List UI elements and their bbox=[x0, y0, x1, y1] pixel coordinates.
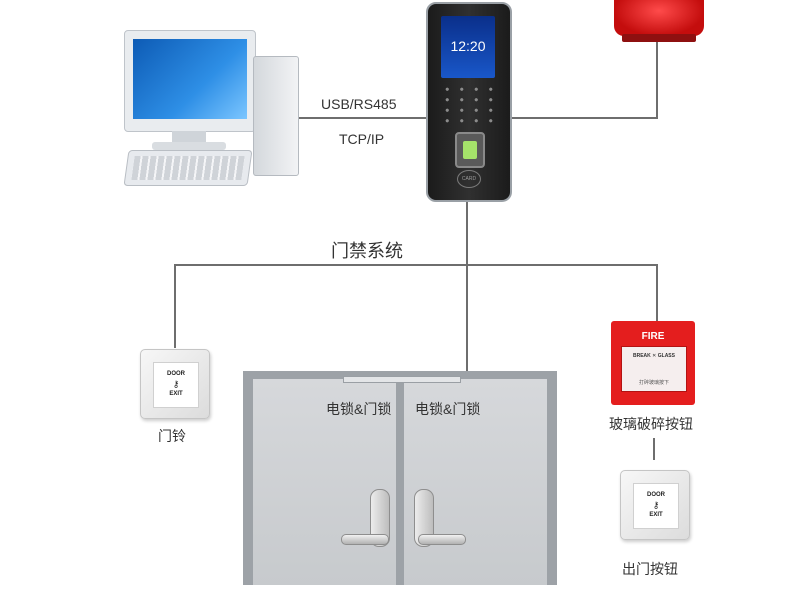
line-terminal-to-alarm-h bbox=[508, 117, 658, 119]
break-glass-subtext: 打碎玻璃按下 bbox=[638, 380, 669, 386]
door-handle-left-lever bbox=[341, 534, 389, 545]
label-break-glass: 玻璃破碎按钮 bbox=[609, 416, 693, 432]
access-terminal-icon: 12:20 CARD bbox=[426, 2, 512, 202]
door-leaf-left bbox=[253, 379, 396, 585]
key-icon: ⚷ bbox=[172, 379, 180, 389]
door-handle-right-plate bbox=[414, 489, 434, 547]
door-icon bbox=[243, 371, 557, 585]
monitor-base bbox=[152, 142, 226, 150]
system-title: 门禁系统 bbox=[331, 241, 403, 261]
doorbell-button-icon: DOOR ⚷ EXIT bbox=[140, 349, 210, 419]
label-doorbell: 门铃 bbox=[158, 428, 186, 444]
fire-text: FIRE bbox=[641, 331, 665, 342]
label-exit-button: 出门按钮 bbox=[622, 561, 678, 577]
door-leaf-right bbox=[404, 379, 547, 585]
key-icon: ⚷ bbox=[652, 500, 660, 510]
line-glass-to-exit bbox=[653, 438, 655, 460]
card-reader-mark: CARD bbox=[457, 170, 481, 188]
plate-door-text: DOOR bbox=[167, 371, 185, 377]
label-lock-right: 电锁&门锁 bbox=[415, 401, 481, 417]
plate-door-text: DOOR bbox=[647, 492, 665, 498]
break-glass-text: BREAK ✕ GLASS bbox=[633, 353, 675, 359]
label-tcp-ip: TCP/IP bbox=[339, 131, 385, 147]
label-usb-rs485: USB/RS485 bbox=[321, 96, 397, 112]
monitor-stand bbox=[172, 131, 206, 143]
plate-exit-text: EXIT bbox=[649, 512, 663, 518]
line-terminal-to-alarm-v bbox=[656, 40, 658, 119]
keyboard-icon bbox=[123, 150, 253, 186]
alarm-light-base bbox=[622, 34, 696, 42]
label-lock-left: 电锁&门锁 bbox=[326, 401, 392, 417]
terminal-keypad bbox=[440, 84, 498, 126]
door-handle-right-lever bbox=[418, 534, 466, 545]
break-glass-panel: BREAK ✕ GLASS 打碎玻璃按下 bbox=[621, 346, 687, 392]
break-glass-button-icon: FIRE BREAK ✕ GLASS 打碎玻璃按下 bbox=[611, 321, 695, 405]
fingerprint-sensor-icon bbox=[455, 132, 485, 168]
plate-exit-text: EXIT bbox=[169, 391, 183, 397]
door-handle-left-plate bbox=[370, 489, 390, 547]
electric-lock-bar bbox=[343, 376, 461, 383]
line-bus-left-drop bbox=[174, 264, 176, 348]
line-terminal-to-door bbox=[466, 198, 468, 374]
computer-tower-icon bbox=[253, 56, 299, 176]
exit-button-icon: DOOR ⚷ EXIT bbox=[620, 470, 690, 540]
line-bus-right-drop bbox=[656, 264, 658, 322]
terminal-screen: 12:20 bbox=[441, 16, 495, 78]
terminal-time: 12:20 bbox=[450, 38, 486, 54]
line-bus-horizontal bbox=[174, 264, 658, 266]
alarm-light-icon bbox=[614, 0, 704, 36]
computer-monitor-icon bbox=[124, 30, 256, 132]
line-computer-to-terminal bbox=[298, 117, 428, 119]
